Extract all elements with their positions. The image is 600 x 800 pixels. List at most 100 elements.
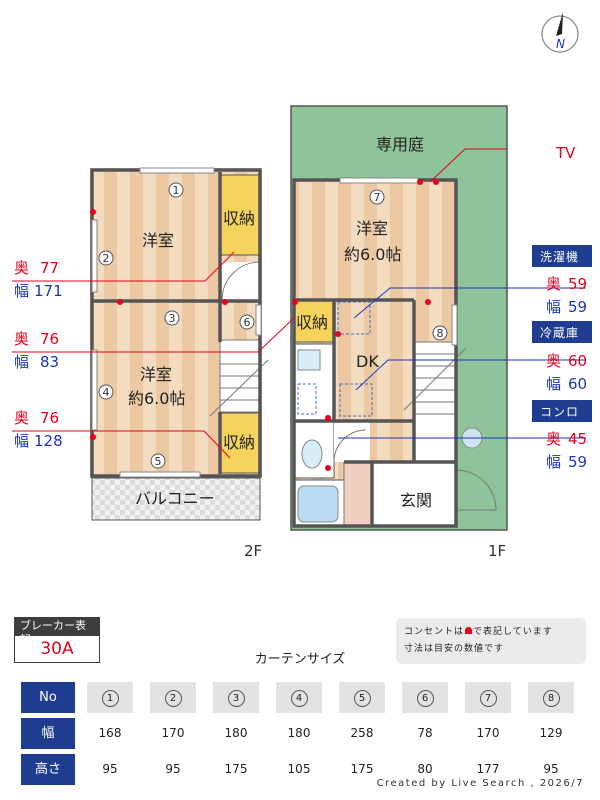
- svg-text:奥: 奥: [546, 430, 561, 448]
- width-cell: 170: [161, 726, 185, 740]
- notes-line1-after: で表記しています: [473, 627, 553, 637]
- svg-text:171: 171: [34, 282, 63, 300]
- legend-notes: コンセントはで表記しています 寸法は目安の数値です: [396, 618, 586, 664]
- table-row-numbers: No 1 2 3 4 5 6 7 8: [21, 682, 587, 713]
- svg-text:4: 4: [103, 386, 110, 399]
- height-cell: 95: [165, 762, 181, 776]
- callout-2f-hall: 奥 76 幅 83: [14, 330, 59, 371]
- svg-text:128: 128: [34, 432, 63, 450]
- breaker-value: 30A: [14, 635, 100, 663]
- width-cell: 180: [287, 726, 311, 740]
- curtain-title: カーテンサイズ: [254, 652, 346, 667]
- svg-text:76: 76: [40, 409, 59, 427]
- svg-text:8: 8: [437, 327, 444, 340]
- width-cell: 168: [98, 726, 122, 740]
- svg-text:1: 1: [173, 184, 180, 197]
- svg-text:奥: 奥: [14, 409, 29, 427]
- svg-text:7: 7: [374, 191, 381, 204]
- window-badge-5: 5: [150, 453, 166, 469]
- table-row-widths: 幅 168 170 180 180 258 78 170 129: [21, 718, 587, 749]
- callout-2f-top: 奥 77 幅 171: [14, 259, 63, 300]
- window-badge-1: 1: [168, 182, 184, 198]
- height-cell: 175: [224, 762, 248, 776]
- garden-label: 専用庭: [376, 135, 424, 154]
- svg-text:幅: 幅: [546, 298, 561, 316]
- window-badges: 1 2 3 4 5 6 7 8: [98, 182, 448, 469]
- balcony: [91, 477, 261, 521]
- dk-label: DK: [356, 352, 379, 371]
- floor-label-1f: 1F: [488, 542, 506, 560]
- appliance-fridge: 冷蔵庫 奥 60 幅 60: [532, 321, 592, 393]
- height-cell: 175: [350, 762, 374, 776]
- svg-text:83: 83: [40, 353, 59, 371]
- svg-text:6: 6: [244, 316, 251, 329]
- number-cell: 7: [465, 682, 511, 713]
- room-1f-name: 洋室: [356, 219, 388, 238]
- height-cell: 105: [287, 762, 311, 776]
- svg-text:59: 59: [568, 298, 587, 316]
- svg-text:45: 45: [568, 430, 587, 448]
- appliance-stove: コンロ 奥 45 幅 59: [532, 400, 592, 471]
- width-cell: 258: [350, 726, 374, 740]
- svg-text:幅: 幅: [546, 453, 561, 471]
- window-badge-4: 4: [98, 384, 114, 400]
- curtain-size-table: No 1 2 3 4 5 6 7 8 幅 168 170 180 180 258…: [21, 682, 587, 790]
- svg-text:3: 3: [169, 312, 176, 325]
- outlet-marker-icon: [465, 627, 473, 634]
- width-cell: 78: [417, 726, 433, 740]
- callout-2f-bottom: 奥 76 幅 128: [14, 409, 63, 450]
- svg-text:77: 77: [40, 259, 59, 277]
- window-badge-7: 7: [369, 189, 385, 205]
- credit-line: Created by Live Search , 2026/7: [376, 778, 584, 789]
- compass: N: [541, 12, 579, 53]
- width-cell: 180: [224, 726, 248, 740]
- height-cell: 80: [417, 762, 433, 776]
- svg-text:幅: 幅: [14, 282, 29, 300]
- svg-text:冷蔵庫: 冷蔵庫: [540, 326, 579, 340]
- table-row-heights: 高さ 95 95 175 105 175 80 177 95: [21, 754, 587, 785]
- floor-label-2f: 2F: [244, 542, 262, 560]
- genkan-label: 玄関: [400, 491, 432, 510]
- number-cell: 3: [213, 682, 259, 713]
- svg-text:奥: 奥: [14, 259, 29, 277]
- svg-text:60: 60: [568, 375, 587, 393]
- storage-2f-top-label: 収納: [223, 209, 255, 228]
- header-height: 高さ: [21, 754, 75, 785]
- header-width: 幅: [21, 718, 75, 749]
- window-badge-3: 3: [164, 310, 180, 326]
- height-cell: 177: [476, 762, 500, 776]
- floor-1f: 専用庭 洋室 約6.0帖 収納 DK 玄関 1F: [290, 105, 508, 560]
- window-badge-2: 2: [98, 250, 114, 266]
- svg-text:60: 60: [568, 352, 587, 370]
- svg-text:76: 76: [40, 330, 59, 348]
- notes-line1-before: コンセントは: [404, 627, 465, 637]
- height-cell: 95: [543, 762, 559, 776]
- window-badge-8: 8: [432, 325, 448, 341]
- svg-text:2: 2: [103, 252, 110, 265]
- appliance-washer: 洗濯機 奥 59 幅 59: [532, 245, 592, 316]
- number-cell: 2: [150, 682, 196, 713]
- room-2f-bottom-size: 約6.0帖: [128, 389, 185, 408]
- tv-label: TV: [555, 144, 576, 162]
- notes-line2: 寸法は目安の数値です: [404, 644, 505, 654]
- svg-text:59: 59: [568, 275, 587, 293]
- svg-text:コンロ: コンロ: [540, 405, 579, 419]
- svg-text:奥: 奥: [546, 352, 561, 370]
- number-cell: 1: [87, 682, 133, 713]
- svg-text:幅: 幅: [14, 353, 29, 371]
- number-cell: 6: [402, 682, 448, 713]
- svg-text:5: 5: [155, 455, 162, 468]
- number-cell: 4: [276, 682, 322, 713]
- balcony-label: バルコニー: [135, 489, 215, 508]
- room-2f-bottom-name: 洋室: [140, 365, 172, 384]
- svg-text:奥: 奥: [14, 330, 29, 348]
- svg-text:幅: 幅: [546, 375, 561, 393]
- floor-2f: 洋室 収納 洋室 約6.0帖 収納 バルコニー 2F: [90, 167, 269, 560]
- width-cell: 129: [539, 726, 563, 740]
- svg-text:奥: 奥: [546, 275, 561, 293]
- svg-text:洗濯機: 洗濯機: [540, 249, 579, 264]
- window-badge-6: 6: [239, 314, 255, 330]
- breaker-label: ブレーカー表記: [14, 617, 100, 646]
- storage-2f-bottom-label: 収納: [223, 433, 255, 452]
